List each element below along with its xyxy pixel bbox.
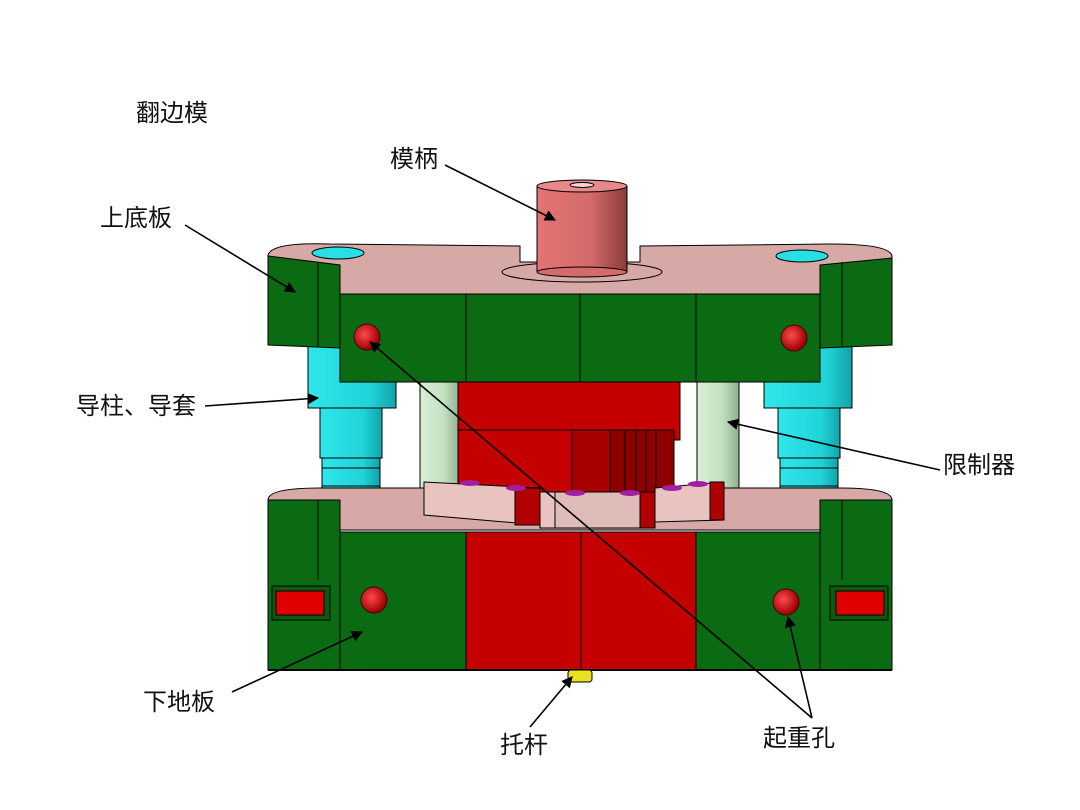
limiter-right <box>696 379 740 501</box>
guide-bushing-hole-right <box>775 249 829 263</box>
limiter-left <box>419 379 461 501</box>
lifting-hole-upper-left <box>353 323 381 351</box>
label-upper-plate: 上底板 <box>100 204 172 232</box>
lifting-hole-lower-left <box>360 586 388 614</box>
ejector-rod <box>567 669 593 683</box>
label-ejector-rod: 托杆 <box>500 731 548 759</box>
label-lifting-holes: 起重孔 <box>763 724 835 752</box>
leader-lines <box>184 164 941 728</box>
label-lower-plate: 下地板 <box>143 688 215 716</box>
diagram-title: 翻边模 <box>136 99 208 127</box>
lifting-hole-lower-right <box>772 588 800 616</box>
punch <box>457 381 681 501</box>
lifting-hole-upper-right <box>780 324 808 352</box>
label-die-handle: 模柄 <box>390 145 438 173</box>
workpiece-blank <box>423 480 725 529</box>
guide-bushing-hole-left <box>311 246 365 260</box>
label-guide-post-bushing: 导柱、导套 <box>76 392 196 420</box>
label-limiter: 限制器 <box>943 451 1015 479</box>
die-handle <box>501 179 663 283</box>
